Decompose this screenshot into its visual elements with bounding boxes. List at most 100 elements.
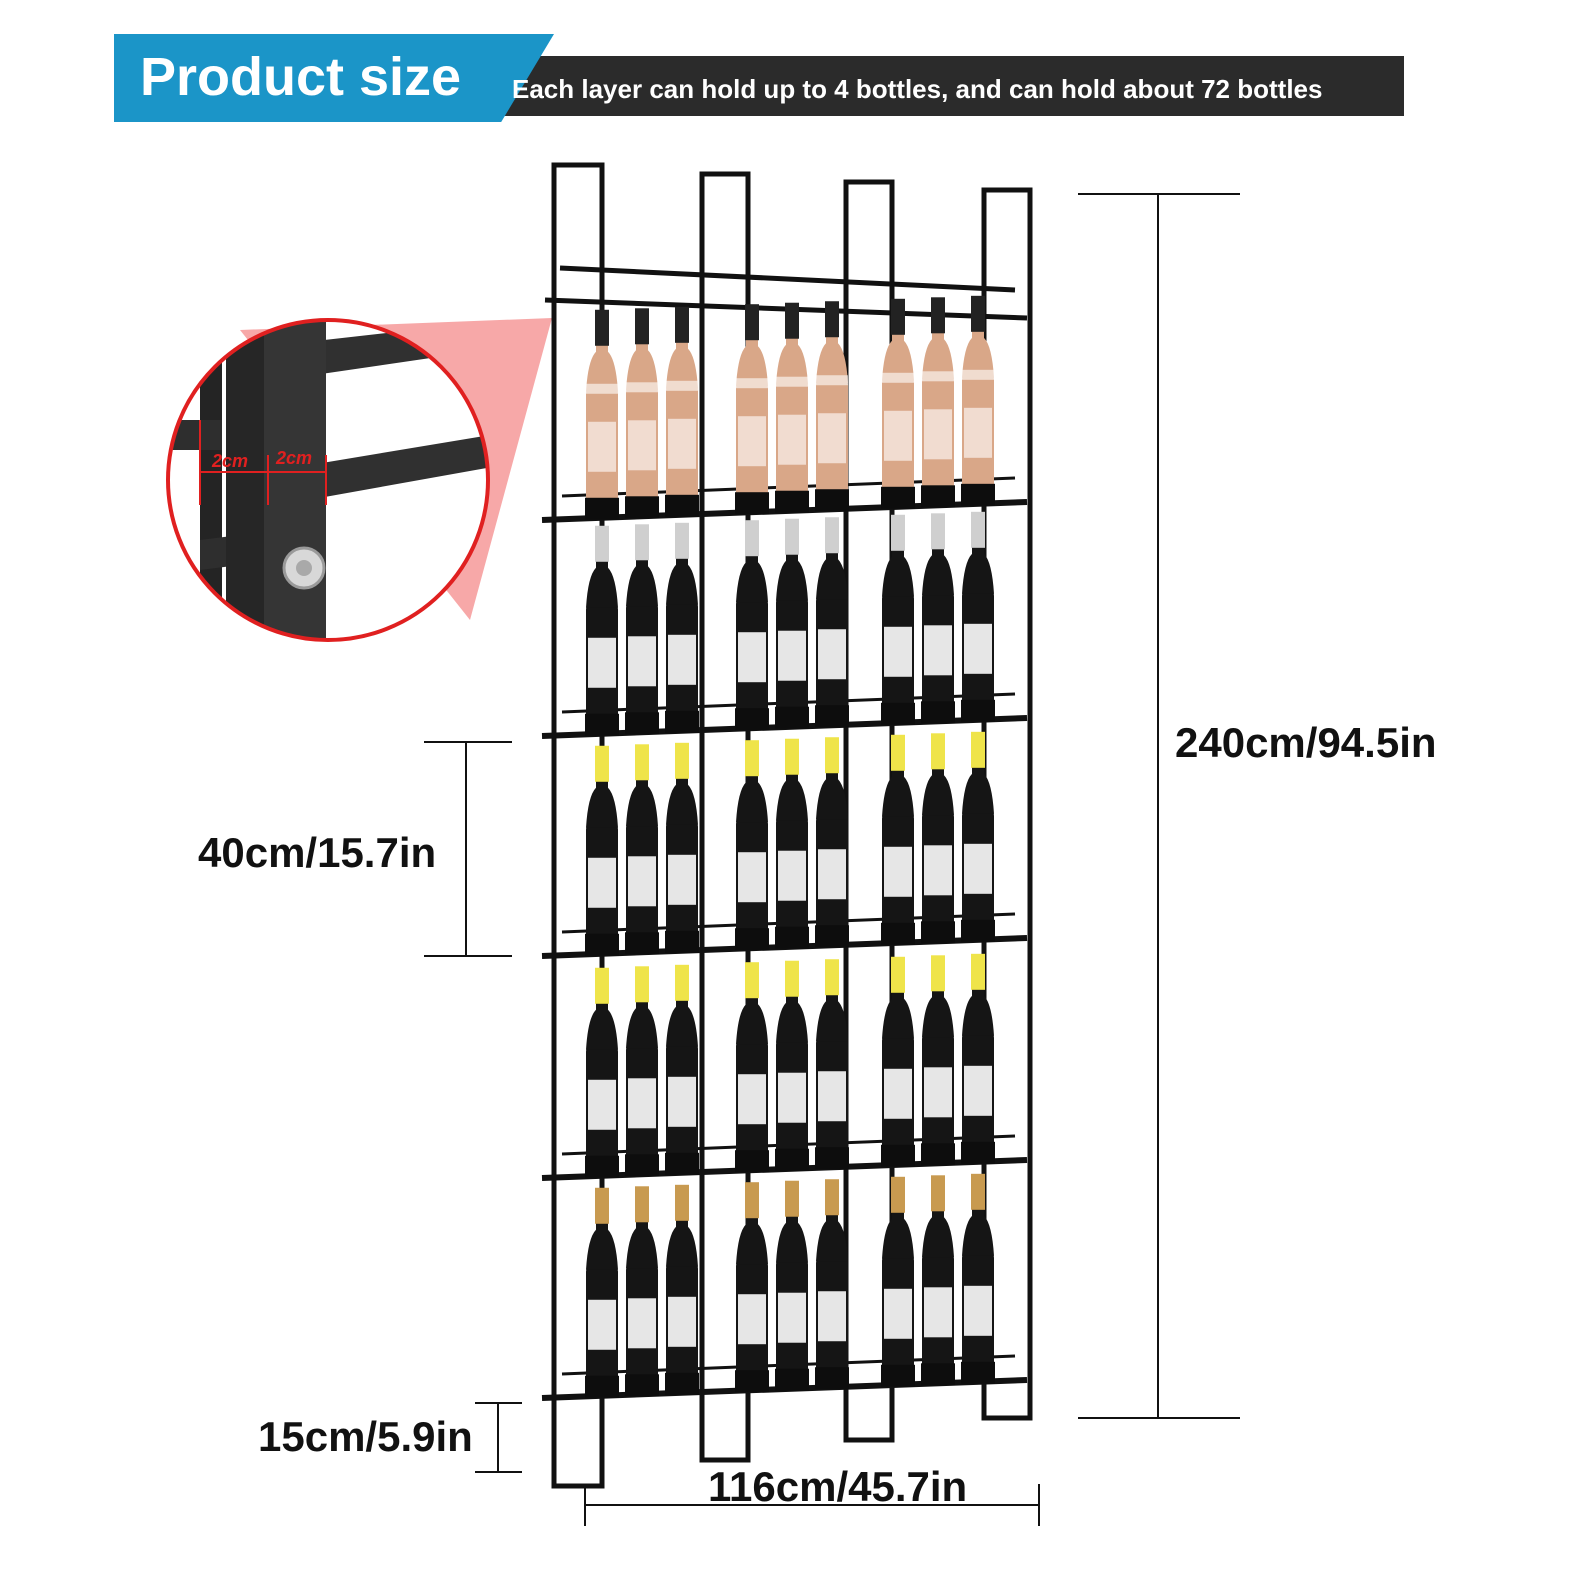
- wine-bottle: [961, 295, 995, 506]
- wine-bottle: [921, 1175, 955, 1386]
- bottle-neck: [626, 528, 658, 607]
- bottle-capsule: [635, 308, 649, 345]
- bottle-holder: [881, 1144, 915, 1167]
- bottle-holder: [881, 486, 915, 509]
- bottle-label: [884, 626, 912, 677]
- bottle-capsule: [785, 738, 799, 775]
- bottle-neck: [922, 301, 954, 380]
- bottle-neck: [962, 299, 994, 378]
- bottle-holder: [921, 701, 955, 724]
- bottle-holder: [775, 1368, 809, 1391]
- wine-bottle: [775, 302, 809, 513]
- wine-bottle: [625, 308, 659, 519]
- bottle-holder: [815, 1367, 849, 1390]
- wine-bottle: [921, 297, 955, 508]
- bottle-holder: [881, 702, 915, 725]
- wine-bottle: [921, 733, 955, 944]
- bottle-holder: [775, 926, 809, 949]
- bottle-neck: [882, 1180, 914, 1259]
- bottle-holder: [625, 1374, 659, 1397]
- bottle-neck: [586, 313, 618, 392]
- wine-bottle: [735, 304, 769, 515]
- bottle-label: [738, 852, 766, 903]
- bottle-holder: [665, 1152, 699, 1175]
- bottle-capsule: [891, 298, 905, 335]
- height-dimension-line: [1078, 193, 1240, 1419]
- bottle-label: [738, 416, 766, 467]
- bottle-neck: [816, 1183, 848, 1262]
- dimension-lines: [424, 193, 1240, 1526]
- bottle-highlight: [666, 380, 698, 391]
- shelf-spacing-dimension-line: [424, 741, 512, 957]
- banner-title-tab: [114, 34, 554, 122]
- bottle-holder: [665, 1372, 699, 1395]
- bottle-label: [964, 1285, 992, 1336]
- bottle-neck: [962, 957, 994, 1036]
- bottle-holder: [585, 497, 619, 520]
- bottle-holder: [625, 712, 659, 735]
- bottle-neck: [922, 517, 954, 596]
- wine-bottle: [775, 738, 809, 949]
- bottle-capsule: [931, 297, 945, 334]
- width-dimension-line: [584, 1484, 1040, 1526]
- width-dimension-label: 116cm/45.7in: [708, 1463, 968, 1510]
- wine-bottle: [625, 966, 659, 1177]
- bottle-holder: [921, 1363, 955, 1386]
- wine-bottle: [665, 964, 699, 1175]
- rack-top-bar: [559, 265, 1016, 293]
- bottle-label: [818, 1071, 846, 1122]
- bottle-label: [924, 625, 952, 676]
- bottle-holder: [775, 490, 809, 513]
- bottle-label: [964, 407, 992, 458]
- bottle-holder: [961, 919, 995, 942]
- bottle-highlight: [922, 371, 954, 382]
- bottle-label: [778, 850, 806, 901]
- bottle-capsule: [635, 744, 649, 781]
- wine-bottle: [585, 745, 619, 956]
- wine-bottle: [881, 298, 915, 509]
- bottle-highlight: [776, 376, 808, 387]
- bottle-neck: [816, 521, 848, 600]
- bottle-capsule: [971, 511, 985, 548]
- bottle-holder: [665, 494, 699, 517]
- bottle-holder: [961, 1361, 995, 1384]
- bottle-neck: [816, 305, 848, 384]
- bottle-neck: [736, 308, 768, 387]
- bottle-holder: [961, 1141, 995, 1164]
- wine-bottle: [735, 520, 769, 731]
- bottle-label: [588, 637, 616, 688]
- bottle-holder: [815, 489, 849, 512]
- bottle-holder: [961, 699, 995, 722]
- bottle-neck: [626, 312, 658, 391]
- wine-bottle: [881, 734, 915, 945]
- product-size-banner: Product size Each layer can hold up to 4…: [114, 34, 1404, 122]
- bottle-capsule: [971, 731, 985, 768]
- wine-bottle: [585, 525, 619, 736]
- wine-bottle: [735, 1182, 769, 1393]
- bottle-neck: [882, 738, 914, 817]
- wine-bottle: [815, 737, 849, 948]
- banner-title: Product size: [140, 47, 462, 107]
- wine-bottle: [665, 306, 699, 517]
- bottle-label: [964, 623, 992, 674]
- bottle-capsule: [675, 1184, 689, 1221]
- bottle-neck: [882, 960, 914, 1039]
- bottle-capsule: [891, 1176, 905, 1213]
- bottle-label: [668, 1076, 696, 1127]
- bottom-clearance-dimension-line: [475, 1402, 522, 1473]
- bottle-label: [778, 1292, 806, 1343]
- bottle-neck: [922, 737, 954, 816]
- wine-bottle: [961, 731, 995, 942]
- bottle-neck: [586, 1191, 618, 1270]
- bottom-clearance-dimension-label: 15cm/5.9in: [258, 1413, 473, 1460]
- bottle-neck: [962, 515, 994, 594]
- wine-bottle: [625, 1186, 659, 1397]
- wine-bottle: [625, 524, 659, 735]
- bottle-label: [778, 414, 806, 465]
- bottle-capsule: [595, 309, 609, 346]
- bottle-neck: [666, 310, 698, 389]
- bottle-neck: [586, 529, 618, 608]
- wine-bottle: [775, 1180, 809, 1391]
- bottle-label: [738, 632, 766, 683]
